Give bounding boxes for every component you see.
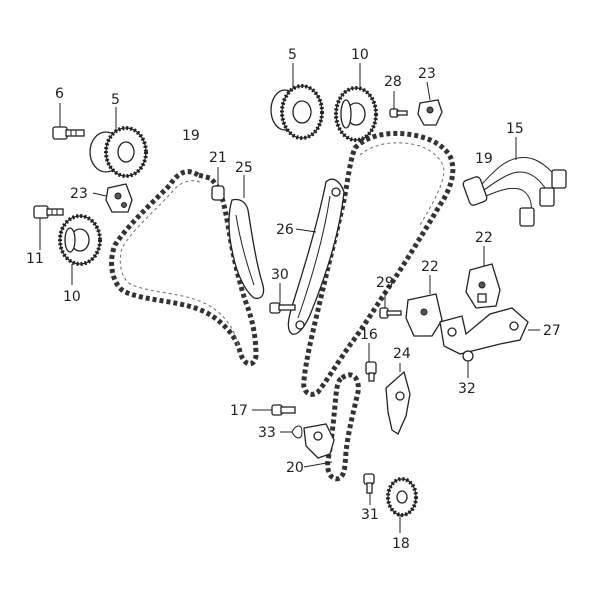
callout-17: 17 bbox=[230, 403, 248, 419]
callout-27: 27 bbox=[543, 323, 561, 339]
bolt-6 bbox=[52, 103, 85, 140]
callout-23: 23 bbox=[70, 186, 88, 202]
bracket-23-left bbox=[92, 183, 133, 213]
callout-11: 11 bbox=[26, 251, 44, 267]
callout-23: 23 bbox=[418, 66, 436, 82]
callout-5: 5 bbox=[111, 92, 120, 108]
chain-guide-26 bbox=[287, 178, 345, 335]
callout-18: 18 bbox=[392, 536, 410, 552]
callout-32: 32 bbox=[458, 381, 476, 397]
callout-24: 24 bbox=[393, 346, 411, 362]
right-timing-chain bbox=[301, 130, 456, 397]
sprocket-10-right bbox=[334, 63, 378, 142]
callout-5: 5 bbox=[288, 47, 297, 63]
callout-33: 33 bbox=[258, 425, 276, 441]
tensioner-22-lower bbox=[405, 275, 443, 337]
sensor-15 bbox=[462, 137, 567, 227]
callout-labels: 6 5 5 10 10 28 23 23 19 19 21 25 15 11 2… bbox=[26, 47, 561, 552]
callout-28: 28 bbox=[384, 74, 402, 90]
callout-10: 10 bbox=[351, 47, 369, 63]
bolt-17 bbox=[252, 404, 296, 416]
callout-6: 6 bbox=[55, 86, 64, 102]
cam-sprocket-5-right bbox=[270, 63, 324, 140]
callout-22: 22 bbox=[421, 259, 439, 275]
bolt-31 bbox=[363, 473, 375, 505]
tensioner-22-upper bbox=[465, 246, 501, 309]
bolt-29 bbox=[379, 290, 402, 319]
callout-25: 25 bbox=[235, 160, 253, 176]
oil-pump-chain bbox=[325, 372, 361, 482]
pin-21 bbox=[211, 167, 225, 201]
callout-21: 21 bbox=[209, 150, 227, 166]
tensioner-arm-24 bbox=[385, 363, 411, 435]
bracket-23-right bbox=[417, 81, 443, 126]
callout-19: 19 bbox=[182, 128, 200, 144]
callout-30: 30 bbox=[271, 267, 289, 283]
callout-29: 29 bbox=[376, 275, 394, 291]
spring-33 bbox=[280, 425, 303, 439]
left-timing-chain bbox=[109, 169, 259, 367]
sprocket-10-left bbox=[58, 214, 102, 285]
gasket-27 bbox=[439, 307, 540, 355]
bolt-16 bbox=[365, 343, 377, 382]
oil-pump-sprocket-18 bbox=[386, 477, 418, 533]
bolt-30 bbox=[269, 283, 296, 314]
callout-26: 26 bbox=[276, 222, 294, 238]
callout-15: 15 bbox=[506, 121, 524, 137]
cam-sprocket-5-left bbox=[89, 107, 148, 178]
guide-20 bbox=[303, 423, 335, 468]
callout-10: 10 bbox=[63, 289, 81, 305]
callout-19: 19 bbox=[475, 151, 493, 167]
nut-32 bbox=[462, 350, 474, 378]
bolt-11 bbox=[33, 205, 64, 250]
callout-22: 22 bbox=[475, 230, 493, 246]
callout-31: 31 bbox=[361, 507, 379, 523]
chain-guide-25 bbox=[228, 175, 265, 300]
callout-16: 16 bbox=[360, 327, 378, 343]
bolt-28 bbox=[389, 91, 408, 118]
callout-20: 20 bbox=[286, 460, 304, 476]
